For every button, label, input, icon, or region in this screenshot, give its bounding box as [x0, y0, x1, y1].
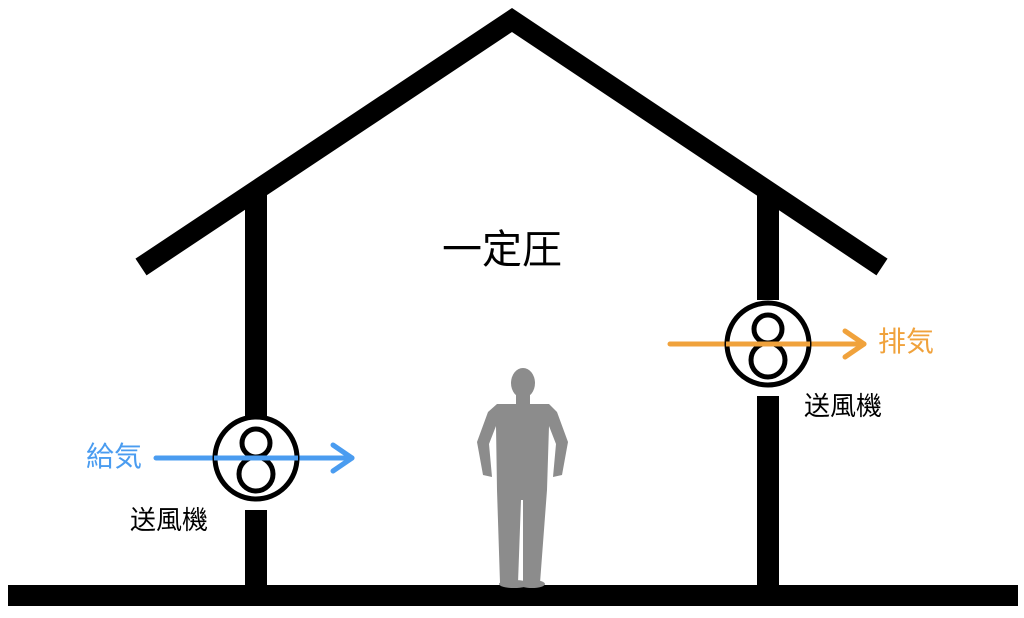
left-wall-lower — [245, 510, 267, 588]
exhaust-air-label: 排気 — [878, 325, 935, 358]
person-silhouette-icon — [477, 368, 568, 588]
pressure-label: 一定圧 — [442, 227, 562, 273]
left-wall-upper — [245, 195, 267, 417]
fan-right-label: 送風機 — [804, 392, 883, 422]
supply-air-label: 給気 — [86, 440, 143, 473]
ground-line — [8, 585, 1018, 606]
right-wall-upper — [757, 195, 779, 300]
fan-left-label: 送風機 — [130, 506, 209, 536]
roof — [135, 7, 888, 276]
right-wall-lower — [757, 396, 779, 588]
